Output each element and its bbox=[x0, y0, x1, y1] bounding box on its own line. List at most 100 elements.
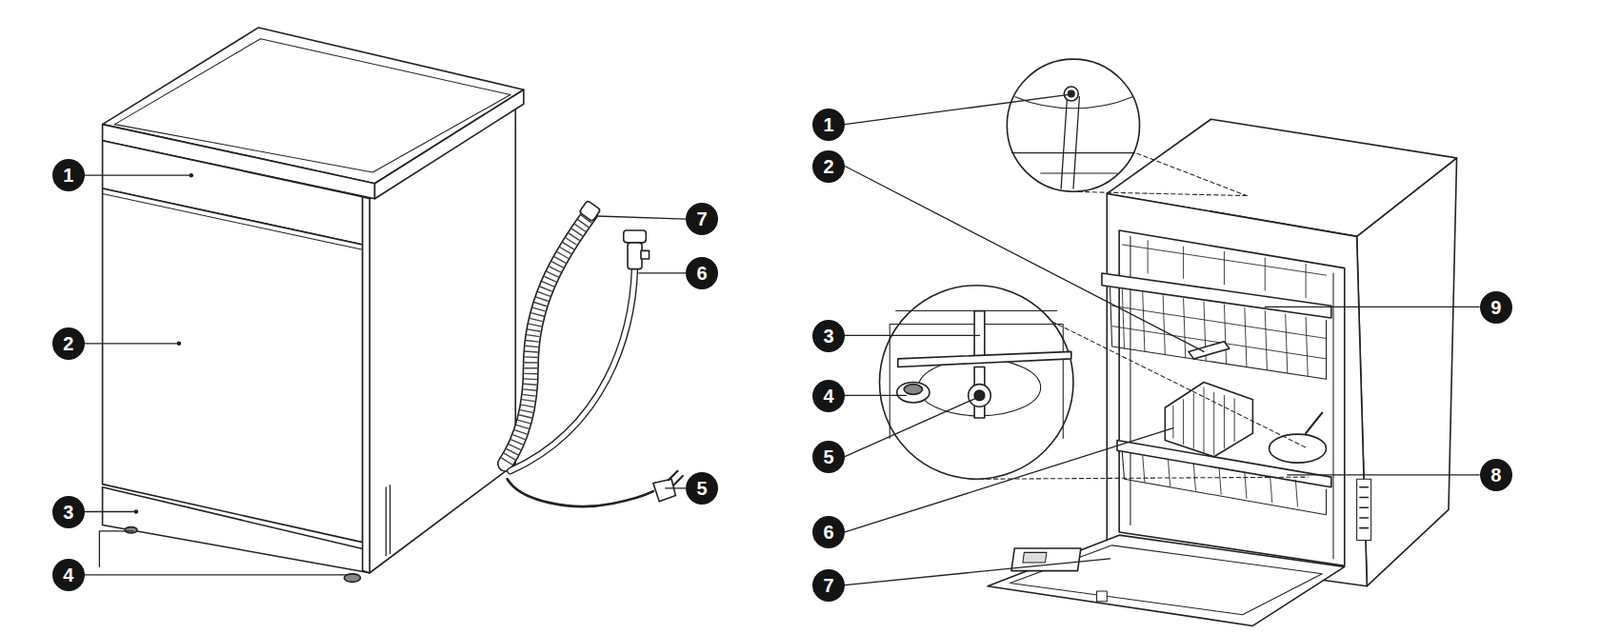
inlet-hose-part bbox=[627, 242, 642, 270]
leader-line-part bbox=[844, 95, 1067, 125]
lower-rack-part bbox=[1305, 413, 1322, 434]
magnified-detail-part bbox=[974, 311, 985, 363]
magnified-detail-part bbox=[1012, 152, 1135, 154]
magnified-detail-part bbox=[889, 311, 1063, 440]
callout-number: 3 bbox=[812, 320, 845, 353]
callout-number: 4 bbox=[812, 380, 845, 413]
callout-number: 5 bbox=[812, 440, 845, 474]
upper-rack-part bbox=[1188, 341, 1230, 360]
leader-line-part bbox=[639, 272, 686, 274]
interior-body-part bbox=[1357, 479, 1372, 540]
upper-rack bbox=[1101, 240, 1332, 380]
interior-body-part bbox=[1106, 193, 1367, 586]
interior-body-part bbox=[1360, 527, 1369, 530]
magnified-detail-part bbox=[1060, 97, 1080, 189]
exterior-body-part bbox=[102, 487, 371, 574]
exterior-body-part bbox=[102, 188, 363, 543]
leader-line-part bbox=[844, 559, 1110, 586]
interior-body-part bbox=[1360, 497, 1369, 500]
leader-line-part bbox=[844, 428, 1174, 533]
upper-rack-part bbox=[1121, 240, 1326, 299]
exterior-body-part bbox=[124, 527, 138, 534]
lower-rack-part bbox=[1269, 434, 1327, 463]
callout-number: 1 bbox=[52, 159, 85, 192]
inlet-hose-part bbox=[510, 267, 636, 472]
magnified-detail-part bbox=[1006, 59, 1140, 192]
callout-number: 2 bbox=[812, 150, 845, 183]
callout-number: 5 bbox=[685, 472, 719, 505]
magnified-detail-part bbox=[979, 477, 1308, 480]
callout-number: 3 bbox=[52, 496, 85, 529]
leader-line-part bbox=[844, 335, 980, 337]
magnified-detail-part bbox=[1068, 90, 1075, 97]
magnified-detail-part bbox=[903, 384, 922, 396]
interior-body-part bbox=[1332, 273, 1334, 560]
leader-line-part bbox=[134, 510, 138, 514]
exterior-body-part bbox=[102, 193, 363, 250]
exterior-body-part bbox=[389, 485, 391, 555]
power-cord-part bbox=[653, 479, 677, 502]
leader-line-part bbox=[84, 175, 191, 177]
inlet-hose bbox=[510, 230, 650, 472]
callout-number: 7 bbox=[685, 202, 719, 236]
leader-line-part bbox=[1264, 306, 1480, 308]
leader-line-part bbox=[597, 216, 686, 220]
leader-line-part bbox=[84, 574, 347, 576]
lower-rack bbox=[1117, 382, 1332, 516]
leader-line-part bbox=[665, 487, 686, 489]
callout-number: 8 bbox=[1480, 459, 1513, 492]
magnified-detail-part bbox=[880, 285, 1074, 480]
callout-number: 7 bbox=[812, 569, 845, 602]
magnified-detail bbox=[880, 59, 1309, 480]
magnified-detail-part bbox=[897, 382, 930, 403]
callout-number: 1 bbox=[812, 108, 845, 141]
leader-line-part bbox=[84, 342, 180, 344]
leader-line-part bbox=[1287, 474, 1480, 476]
leader-line-part bbox=[177, 341, 180, 345]
open-door-part bbox=[987, 535, 1345, 626]
leader-line-part bbox=[844, 166, 1204, 353]
upper-rack-part bbox=[1101, 273, 1332, 319]
interior-body-part bbox=[1360, 506, 1369, 509]
drain-hose bbox=[505, 200, 601, 465]
callout-number: 2 bbox=[52, 327, 85, 360]
interior-body-part bbox=[1360, 517, 1369, 520]
open-door bbox=[987, 535, 1345, 626]
power-cord-part bbox=[507, 479, 654, 507]
inlet-hose-part bbox=[623, 230, 647, 243]
magnified-detail-part bbox=[898, 351, 1072, 367]
callout-number: 6 bbox=[812, 516, 845, 549]
exterior-body bbox=[102, 27, 524, 582]
lower-rack-part bbox=[1142, 456, 1299, 508]
drain-hose-part bbox=[579, 200, 601, 222]
leader-line-part bbox=[84, 511, 137, 513]
open-door-part bbox=[1010, 545, 1323, 616]
power-cord-part bbox=[673, 476, 683, 486]
callout-number: 6 bbox=[685, 257, 719, 290]
magnified-detail-part bbox=[968, 384, 992, 408]
leader-line-part bbox=[189, 174, 193, 178]
upper-rack-part bbox=[1112, 305, 1327, 360]
callout-number: 9 bbox=[1480, 291, 1513, 324]
leader-line bbox=[84, 174, 686, 576]
power-cord-part bbox=[668, 471, 679, 481]
exterior-body-part bbox=[375, 89, 524, 200]
magnified-detail-part bbox=[974, 390, 985, 401]
leader-line-part bbox=[844, 395, 906, 397]
interior-body-part bbox=[1360, 486, 1369, 489]
magnified-detail-part bbox=[1130, 150, 1247, 196]
exterior-body-part bbox=[362, 197, 370, 574]
open-door-part bbox=[1022, 552, 1047, 563]
lower-rack-part bbox=[1164, 382, 1253, 458]
inlet-hose-part bbox=[640, 250, 650, 260]
upper-rack-part bbox=[1110, 287, 1327, 380]
leader-line-part bbox=[844, 398, 978, 458]
upper-rack-part bbox=[1121, 289, 1308, 377]
magnified-detail-part bbox=[1040, 172, 1118, 174]
power-cord bbox=[507, 471, 683, 507]
leader-line-part bbox=[99, 531, 133, 567]
exterior-body-part bbox=[385, 487, 387, 557]
open-door-part bbox=[1097, 591, 1108, 602]
magnified-detail-part bbox=[1071, 191, 1247, 196]
